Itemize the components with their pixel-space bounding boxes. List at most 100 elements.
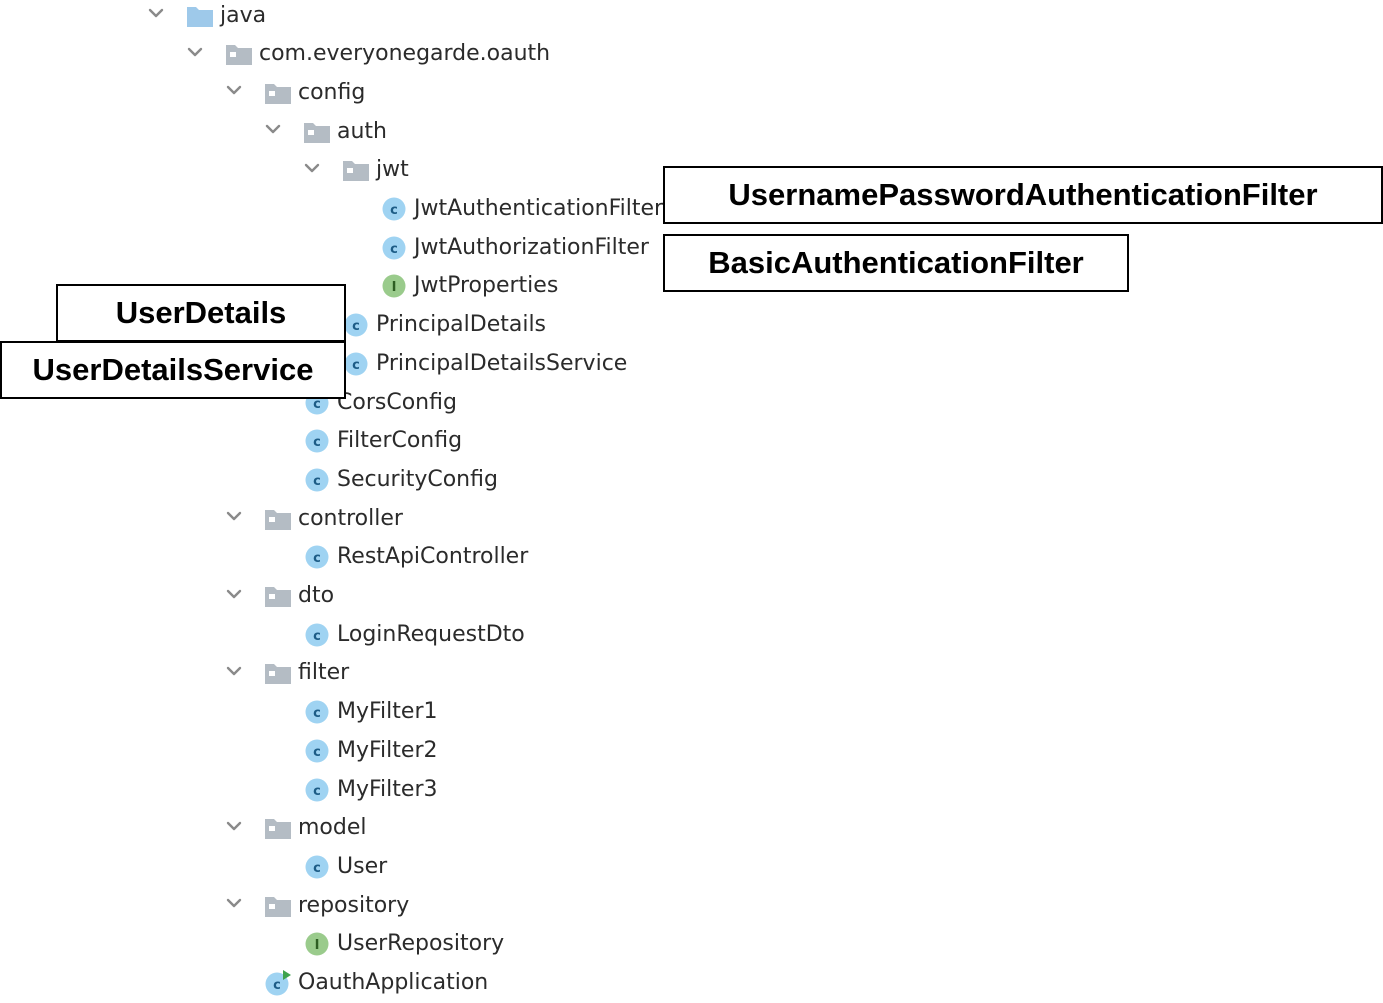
- chevron-down-icon[interactable]: [226, 589, 242, 603]
- package-icon: [264, 814, 292, 842]
- class-icon: c: [303, 776, 331, 804]
- svg-text:c: c: [313, 629, 321, 644]
- svg-text:c: c: [313, 784, 321, 799]
- tree-node-jwtauthenticationfilter[interactable]: c JwtAuthenticationFilter: [380, 190, 663, 229]
- tree-node-label: LoginRequestDto: [337, 621, 525, 647]
- tree-node-model[interactable]: model: [226, 809, 367, 848]
- package-icon: [303, 118, 331, 146]
- tree-node-config[interactable]: config: [226, 73, 366, 112]
- tree-node-label: com.everyonegarde.oauth: [259, 41, 551, 67]
- svg-text:c: c: [273, 978, 281, 993]
- chevron-down-icon[interactable]: [226, 511, 242, 525]
- package-icon: [264, 79, 292, 107]
- tree-node-com-everyonegarde-oauth[interactable]: com.everyonegarde.oauth: [187, 35, 551, 74]
- svg-text:c: c: [313, 435, 321, 450]
- tree-node-jwt[interactable]: jwt: [304, 151, 409, 190]
- chevron-down-icon[interactable]: [148, 8, 164, 22]
- class-icon: c: [380, 234, 408, 262]
- chevron-down-icon[interactable]: [226, 666, 242, 680]
- chevron-down-icon[interactable]: [226, 821, 242, 835]
- tree-node-myfilter3[interactable]: c MyFilter3: [303, 770, 437, 809]
- chevron-down-icon[interactable]: [304, 163, 320, 177]
- class-icon: c: [303, 853, 331, 881]
- interface-icon: I: [380, 272, 408, 300]
- package-icon: [342, 156, 370, 184]
- tree-node-label: JwtAuthorizationFilter: [414, 234, 649, 260]
- tree-node-userrepository[interactable]: I UserRepository: [303, 925, 504, 964]
- svg-text:c: c: [313, 551, 321, 566]
- tree-node-label: filter: [298, 660, 350, 686]
- class-icon: c: [342, 311, 370, 339]
- tree-node-label: PrincipalDetailsService: [376, 350, 628, 376]
- class-icon: c: [303, 737, 331, 765]
- interface-icon: I: [303, 930, 331, 958]
- spring-app-icon: c: [264, 969, 292, 997]
- chevron-down-icon[interactable]: [265, 124, 281, 138]
- tree-node-label: MyFilter2: [337, 737, 438, 763]
- class-icon: c: [380, 195, 408, 223]
- tree-node-label: JwtAuthenticationFilter: [414, 196, 664, 221]
- tree-node-oauthapplication[interactable]: c OauthApplication: [264, 964, 488, 1003]
- tree-node-restapicontroller[interactable]: c RestApiController: [303, 538, 528, 577]
- tree-node-label: dto: [298, 583, 335, 608]
- tree-node-label: PrincipalDetails: [376, 312, 547, 338]
- class-icon: c: [303, 466, 331, 494]
- tree-node-label: controller: [298, 505, 403, 531]
- tree-node-corsconfig[interactable]: c CorsConfig: [303, 383, 457, 422]
- svg-text:c: c: [352, 319, 360, 334]
- tree-node-principaldetails[interactable]: c PrincipalDetails: [342, 306, 546, 345]
- tree-node-java[interactable]: java: [148, 0, 267, 35]
- class-icon: c: [303, 427, 331, 455]
- package-icon: [264, 659, 292, 687]
- tree-node-label: java: [220, 2, 267, 28]
- svg-text:c: c: [313, 474, 321, 489]
- package-icon: [264, 505, 292, 533]
- tree-node-label: MyFilter1: [337, 699, 438, 725]
- svg-text:c: c: [352, 358, 360, 373]
- chevron-down-icon[interactable]: [226, 898, 242, 912]
- tree-node-label: UserRepository: [337, 931, 505, 957]
- tree-node-myfilter1[interactable]: c MyFilter1: [303, 693, 437, 732]
- class-icon: c: [303, 698, 331, 726]
- svg-text:I: I: [392, 280, 397, 295]
- svg-text:c: c: [390, 203, 398, 218]
- tree-node-auth[interactable]: auth: [265, 112, 387, 151]
- class-icon: c: [342, 350, 370, 378]
- tree-node-label: RestApiController: [337, 544, 529, 570]
- tree-node-myfilter2[interactable]: c MyFilter2: [303, 731, 437, 770]
- tree-node-principaldetailsservice[interactable]: c PrincipalDetailsService: [342, 344, 627, 383]
- tree-node-label: MyFilter3: [337, 776, 438, 802]
- tree-node-label: User: [337, 853, 388, 879]
- tree-node-label: JwtProperties: [414, 273, 559, 299]
- svg-text:c: c: [313, 706, 321, 721]
- callout-username-password-authentication-filter: UsernamePasswordAuthenticationFilter: [663, 166, 1383, 224]
- tree-node-controller[interactable]: controller: [226, 499, 403, 538]
- tree-node-label: CorsConfig: [337, 389, 457, 415]
- tree-node-filter[interactable]: filter: [226, 654, 350, 693]
- tree-node-repository[interactable]: repository: [226, 886, 410, 925]
- package-icon: [225, 40, 253, 68]
- package-icon: [264, 892, 292, 920]
- tree-node-label: config: [298, 79, 366, 105]
- tree-node-label: OauthApplication: [298, 970, 489, 995]
- class-icon: c: [303, 621, 331, 649]
- chevron-down-icon[interactable]: [226, 85, 242, 99]
- svg-text:c: c: [313, 397, 321, 412]
- tree-node-jwtproperties[interactable]: I JwtProperties: [380, 267, 558, 306]
- package-icon: [264, 582, 292, 610]
- tree-node-dto[interactable]: dto: [226, 577, 335, 616]
- tree-node-securityconfig[interactable]: c SecurityConfig: [303, 460, 498, 499]
- tree-node-label: FilterConfig: [337, 428, 463, 454]
- tree-node-label: jwt: [376, 157, 409, 183]
- callout-basic-authentication-filter: BasicAuthenticationFilter: [663, 234, 1129, 292]
- chevron-down-icon[interactable]: [187, 47, 203, 61]
- tree-node-loginrequestdto[interactable]: c LoginRequestDto: [303, 615, 525, 654]
- svg-text:c: c: [313, 745, 321, 760]
- tree-node-label: repository: [298, 892, 410, 918]
- tree-node-label: SecurityConfig: [337, 466, 498, 492]
- svg-text:I: I: [315, 938, 320, 953]
- tree-node-filterconfig[interactable]: c FilterConfig: [303, 422, 462, 461]
- class-icon: c: [303, 543, 331, 571]
